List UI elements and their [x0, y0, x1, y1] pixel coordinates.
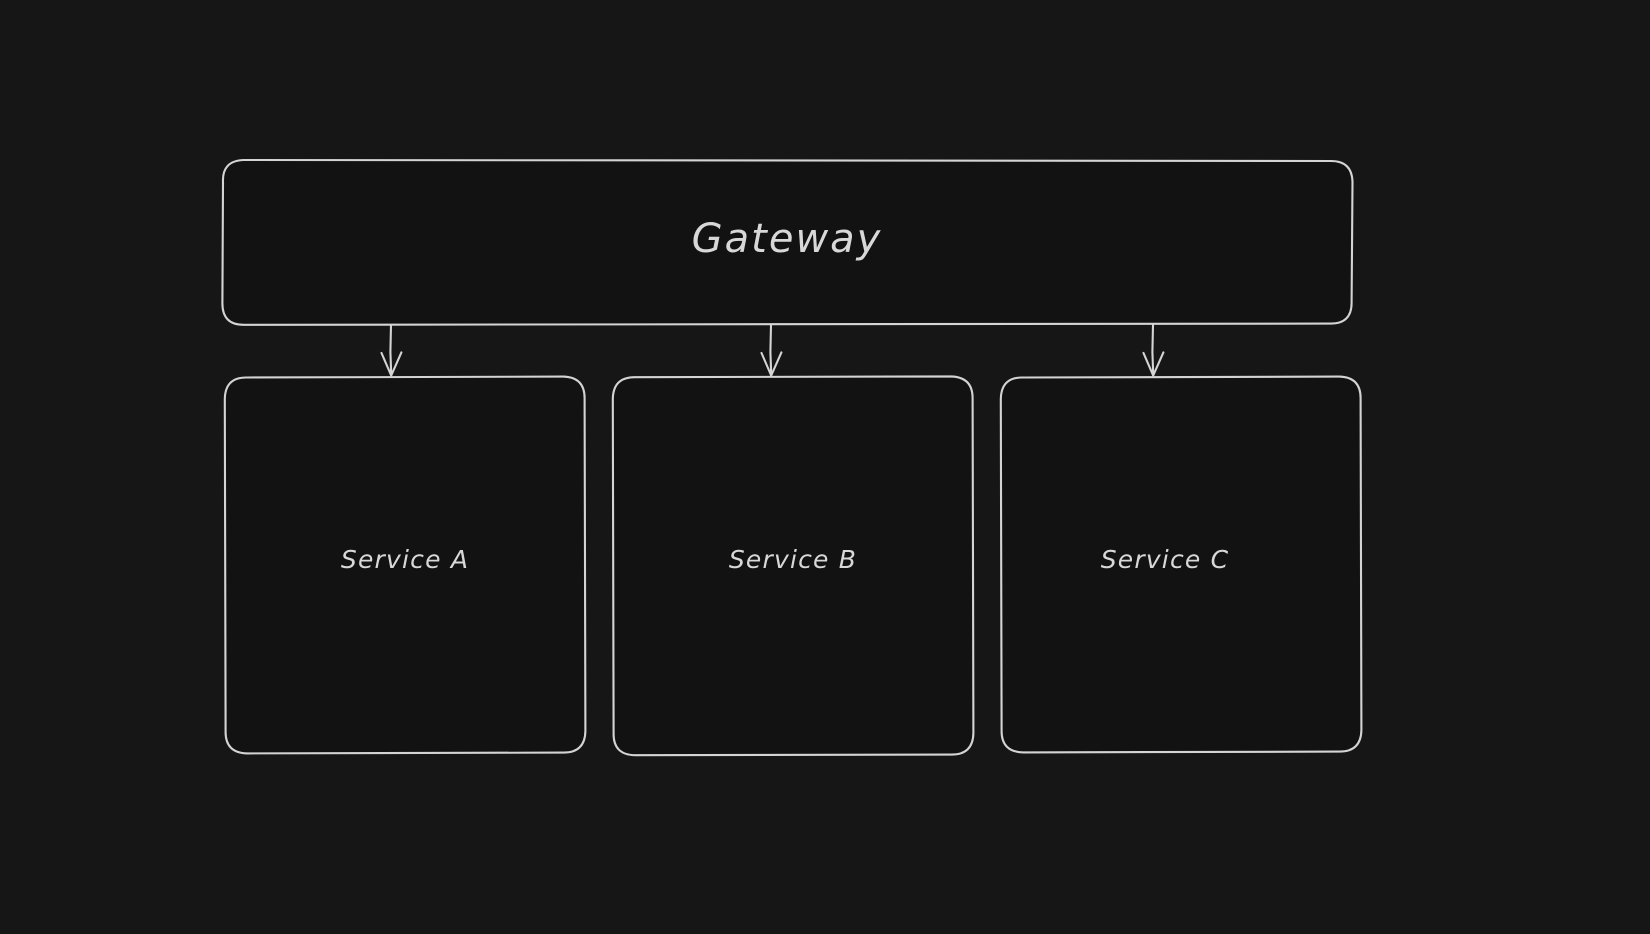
- edge-line: [389, 323, 393, 376]
- node-service-a-shape: [223, 375, 587, 755]
- edge-group: [380, 323, 1165, 377]
- node-service-c-shape: [999, 375, 1363, 754]
- node-gateway-label: Gateway: [692, 216, 883, 262]
- node-gateway-shape: [221, 158, 1354, 326]
- node-service-c[interactable]: Service C: [999, 375, 1363, 754]
- node-gateway[interactable]: Gateway: [221, 158, 1354, 326]
- node-service-b[interactable]: Service B: [611, 375, 975, 757]
- edge-gateway-to-service-a[interactable]: [380, 323, 403, 377]
- node-service-c-label: Service C: [1101, 545, 1230, 574]
- node-service-a-label: Service A: [341, 545, 469, 574]
- edge-line: [1151, 323, 1155, 376]
- edge-gateway-to-service-b[interactable]: [760, 323, 783, 377]
- arrowhead-icon: [1142, 351, 1165, 377]
- arrowhead-icon: [380, 351, 403, 377]
- node-service-b-shape: [611, 375, 975, 757]
- node-service-a[interactable]: Service A: [223, 375, 587, 755]
- edge-gateway-to-service-c[interactable]: [1142, 323, 1165, 377]
- arrowhead-icon: [760, 351, 783, 377]
- node-service-b-label: Service B: [729, 545, 857, 574]
- edge-line: [769, 323, 773, 376]
